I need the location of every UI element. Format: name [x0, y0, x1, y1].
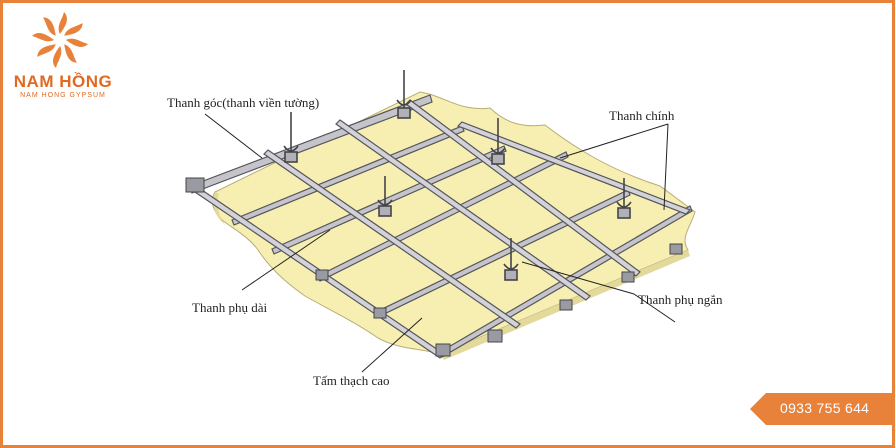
label-long-cross-bar: Thanh phụ dài — [192, 300, 268, 315]
label-gypsum-board: Tấm thạch cao — [313, 373, 390, 388]
brand-tagline: NAM HONG GYPSUM — [20, 92, 106, 99]
bar-end-cap — [185, 177, 205, 193]
phone-number: 0933 755 644 — [780, 400, 870, 416]
label-main-bar: Thanh chính — [609, 108, 675, 123]
label-short-cross-bar: Thanh phụ ngắn — [638, 292, 723, 307]
cross-bar-col-2 — [263, 149, 521, 329]
leader-short-cross-bar-1 — [521, 261, 635, 295]
bar-end-cap — [435, 343, 451, 357]
leader-short-cross-bar-2 — [633, 293, 676, 323]
cross-bar-col-5 — [456, 121, 692, 215]
phone-badge-shape — [750, 393, 892, 425]
cross-bar-col-4 — [405, 99, 641, 277]
pinwheel-flower-icon — [32, 12, 88, 68]
label-edge-bar: Thanh góc(thanh viền tường) — [167, 95, 320, 110]
leader-long-cross-bar — [241, 229, 331, 291]
bar-end-cap — [559, 299, 573, 311]
brand-logo: NAM HỒNG NAM HONG GYPSUM — [8, 10, 118, 100]
phone-badge[interactable]: 0933 755 644 — [750, 393, 892, 425]
cross-bar-col-3 — [335, 119, 591, 301]
leader-main-bar-2 — [663, 123, 669, 211]
bar-end-cap — [669, 243, 683, 255]
leader-gypsum-board — [361, 317, 423, 373]
bar-end-cap — [315, 269, 329, 281]
hanger-rod — [396, 70, 412, 119]
hanger-rod — [283, 112, 299, 163]
bar-end-cap — [621, 271, 635, 283]
leader-edge-bar — [204, 113, 263, 159]
bar-end-cap — [373, 307, 387, 319]
hanger-rod — [503, 238, 519, 281]
hanger-rod — [377, 176, 393, 217]
brand-name: NAM HỒNG — [13, 72, 113, 91]
leader-main-bar-1 — [559, 123, 669, 159]
hanger-rod — [490, 118, 506, 165]
bar-end-cap — [487, 329, 503, 343]
hanger-rod — [616, 178, 632, 219]
